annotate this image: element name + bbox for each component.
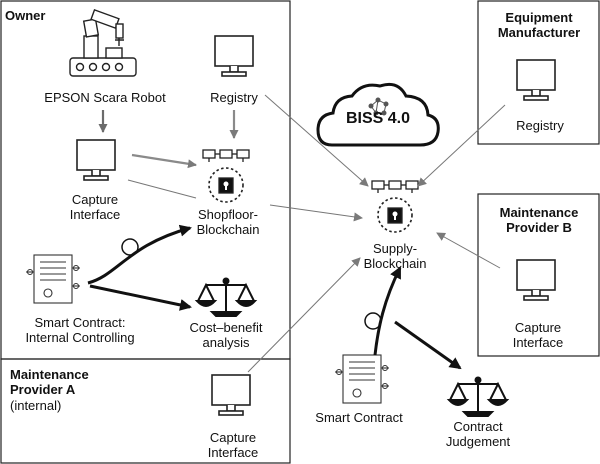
smart-contract-owner-line2: Internal Controlling [25,330,135,345]
shopfloor-to-supply-arrow [269,204,363,222]
mpb-capture-line1: Capture [514,320,562,335]
capture-label-line1: Capture [71,192,119,207]
capture-label-line2: Interface [69,207,121,222]
smart-contract-owner-line1: Smart Contract: [34,315,126,330]
capture-monitor-icon [76,139,116,181]
capture-to-shopfloor-arrow [131,153,197,169]
biss-cloud-label: BISS 4.0 [345,110,411,127]
mpb-capture-monitor-icon [516,259,556,301]
maintenance-a-title-line2: Provider A [10,382,76,397]
em-registry-label: Registry [516,118,564,133]
mpa-capture-to-supply-arrow [247,257,361,373]
center-contract-to-supply-arrow [373,266,402,356]
shopfloor-label-line2: Blockchain [196,222,260,237]
registry-monitor-icon [214,35,254,77]
shopfloor-blockchain-icon [202,149,250,203]
owner-contract-to-cost-arrow [89,284,192,311]
mpb-capture-line2: Interface [512,335,564,350]
maintenance-a-frame [0,358,291,464]
mpa-capture-line2: Interface [207,445,259,460]
center-contract-to-judgement-arrow [394,320,462,370]
shopfloor-label-line1: Shopfloor- [198,207,258,222]
robot-label: EPSON Scara Robot [44,90,166,105]
maintenance-a-subtitle: (internal) [10,398,62,413]
smart-contract-owner-icon [26,254,80,304]
smart-contract-center-icon [335,354,389,404]
mpb-capture-to-supply-arrow [436,232,501,269]
cost-benefit-line1: Cost–benefit [189,320,263,335]
smart-contract-center-label: Smart Contract [315,410,403,425]
robot-icon [69,8,137,77]
capture-to-supply-line [127,179,197,199]
mpa-capture-line1: Capture [209,430,257,445]
supply-blockchain-line1: Supply- [372,241,418,256]
maintenance-b-title-line2: Provider B [506,220,572,235]
biss-cloud-icon [316,82,440,147]
equipment-manufacturer-title-line2: Manufacturer [497,25,581,40]
em-registry-to-supply-arrow [417,104,506,187]
maintenance-a-title-line1: Maintenance [10,367,89,382]
judgement-line2: Judgement [445,434,511,449]
supply-blockchain-line2: Blockchain [363,256,427,271]
em-registry-monitor-icon [516,59,556,101]
owner-title: Owner [5,8,46,23]
equipment-manufacturer-frame [477,0,600,145]
equipment-manufacturer-title-line1: Equipment [505,10,573,25]
registry-to-supply-arrow [264,94,369,187]
balance-scale-cost-icon [194,277,258,317]
balance-scale-judgement-icon [446,376,510,417]
maintenance-b-title-line1: Maintenance [499,205,579,220]
mpa-capture-monitor-icon [211,374,251,416]
maintenance-b-frame [477,193,600,357]
judgement-line1: Contract [453,419,503,434]
supply-blockchain-icon [371,180,419,233]
registry-label: Registry [210,90,258,105]
cost-benefit-line2: analysis [202,335,250,350]
owner-contract-to-shopfloor-arrow [87,224,192,285]
